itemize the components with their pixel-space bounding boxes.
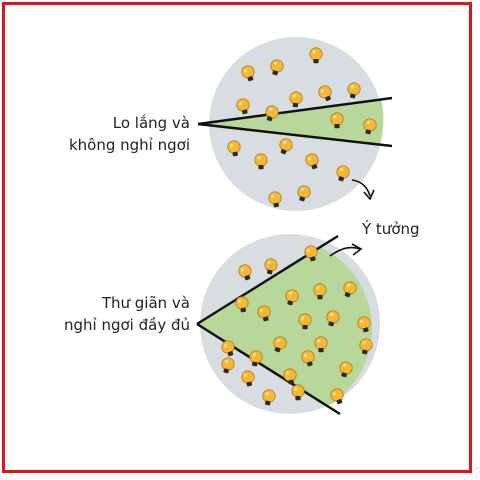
- lightbulb-icon: [283, 368, 297, 385]
- lightbulb-icon: [313, 283, 327, 300]
- lightbulb-icon: [298, 313, 312, 330]
- lightbulb-icon: [304, 245, 318, 262]
- lightbulb-icon: [249, 350, 263, 367]
- rested-panel: [196, 234, 380, 416]
- worried-bulbs: [227, 47, 377, 208]
- lightbulb-icon: [336, 165, 350, 182]
- lightbulb-icon: [262, 389, 276, 406]
- lightbulb-icon: [289, 91, 303, 108]
- curved-arrow-icon: [351, 179, 371, 197]
- lightbulb-icon: [265, 105, 279, 122]
- lightbulb-icon: [357, 316, 371, 333]
- lightbulb-icon: [270, 59, 284, 76]
- lightbulb-icon: [264, 258, 278, 275]
- lightbulb-icon: [330, 388, 344, 405]
- lightbulb-icon: [238, 264, 252, 281]
- lightbulb-icon: [343, 281, 357, 298]
- lightbulb-icon: [241, 370, 255, 387]
- lightbulb-icon: [221, 340, 235, 357]
- lightbulb-icon: [314, 336, 328, 353]
- lightbulb-icon: [221, 357, 235, 374]
- wide-focus-wedge: [197, 247, 373, 406]
- lightbulb-icon: [301, 350, 315, 367]
- rested-label: Thư giãn và nghỉ ngơi đầy đủ: [30, 292, 190, 336]
- idea-label: Ý tưởng: [362, 218, 442, 240]
- lightbulb-icon: [235, 296, 249, 313]
- lightbulb-icon: [291, 384, 305, 401]
- lightbulb-icon: [285, 289, 299, 306]
- wedge-edge-lower: [197, 122, 393, 148]
- lightbulb-icon: [241, 65, 255, 82]
- narrow-focus-wedge: [198, 99, 384, 146]
- idea-label-text: Ý tưởng: [362, 220, 420, 238]
- rested-label-line2: nghỉ ngơi đầy đủ: [64, 316, 190, 334]
- image-frame: [2, 2, 472, 473]
- wedge-edge-upper: [197, 96, 393, 126]
- worried-label-line2: không nghỉ ngơi: [68, 136, 190, 154]
- rested-label-line1: Thư giãn và: [101, 294, 190, 312]
- rested-bulbs: [221, 245, 373, 406]
- arrow-head-icon: [351, 243, 363, 256]
- lightbulb-icon: [339, 361, 353, 378]
- lightbulb-icon: [236, 98, 250, 115]
- lightbulb-icon: [326, 310, 340, 327]
- lightbulb-icon: [254, 153, 268, 170]
- lightbulb-icon: [330, 112, 344, 129]
- lightbulb-icon: [279, 138, 293, 155]
- lightbulb-icon: [347, 82, 361, 99]
- lightbulb-icon: [359, 338, 373, 355]
- worried-panel: [197, 37, 393, 211]
- lightbulb-icon: [363, 118, 377, 135]
- wedge-edge-lower: [196, 322, 341, 416]
- worried-label-line1: Lo lắng và: [112, 114, 190, 132]
- lightbulb-icon: [297, 185, 311, 202]
- lightbulb-icon: [309, 47, 323, 64]
- lightbulb-icon: [273, 336, 287, 353]
- lightbulb-icon: [268, 191, 282, 208]
- curved-arrow-icon: [329, 246, 361, 257]
- worried-label: Lo lắng và không nghỉ ngơi: [40, 112, 190, 156]
- arrow-head-icon: [363, 189, 375, 201]
- lightbulb-icon: [318, 85, 332, 102]
- lightbulb-icon: [305, 153, 319, 170]
- lightbulb-icon: [257, 305, 271, 322]
- lightbulb-icon: [227, 140, 241, 157]
